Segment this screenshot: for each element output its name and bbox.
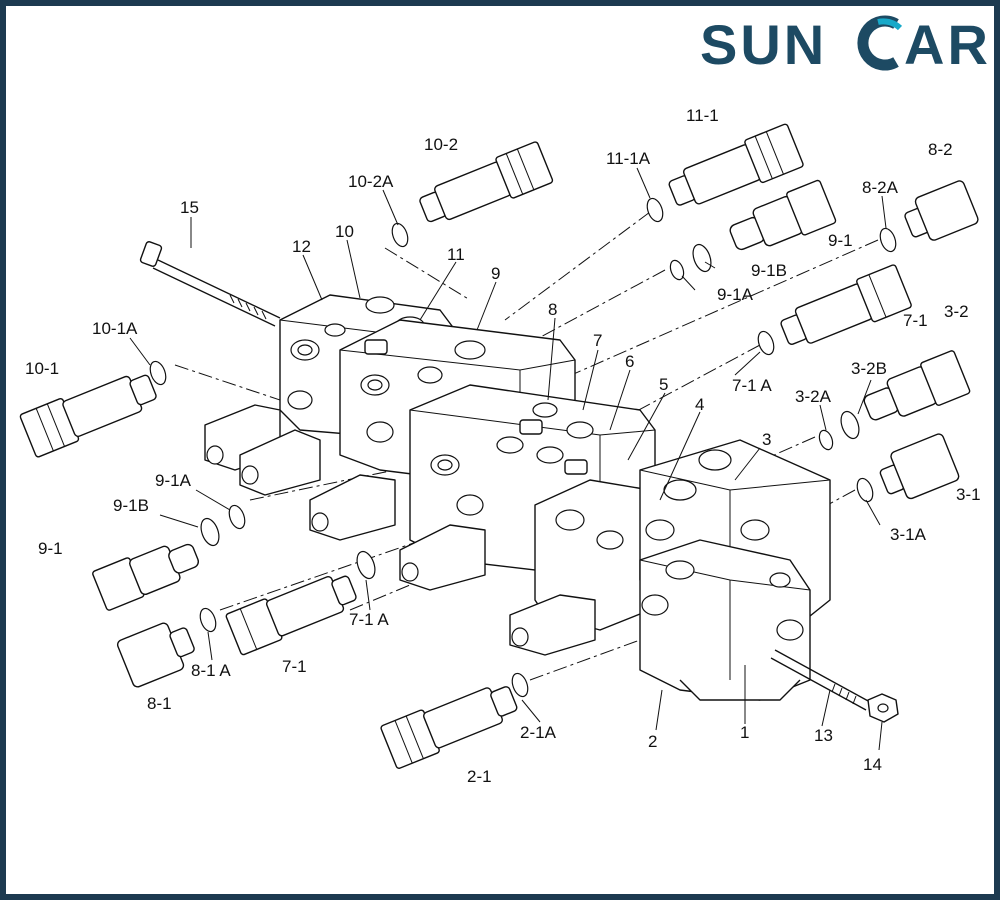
o-rings: [149, 197, 897, 698]
relief-valve-7-1-top: [780, 264, 912, 345]
spool-end-caps: [204, 404, 596, 656]
label-4: 4: [695, 395, 704, 414]
label-3-2A: 3-2A: [795, 387, 832, 406]
logo-text-ar: AR: [904, 14, 990, 74]
label-9-1B-top: 9-1B: [751, 261, 787, 280]
label-7-1A-left: 7-1 A: [349, 610, 389, 629]
relief-valve-2-1: [380, 686, 518, 769]
plug-8-1: [116, 622, 195, 688]
label-14: 14: [863, 755, 882, 774]
label-8: 8: [548, 300, 557, 319]
logo-text-sun: SUN: [700, 14, 827, 74]
plug-8-2: [904, 180, 979, 241]
label-9-1A-top: 9-1A: [717, 285, 754, 304]
nut-14: [867, 693, 899, 723]
valve-section-4: [534, 479, 651, 631]
relief-valve-10-2: [419, 141, 554, 223]
label-2-1: 2-1: [467, 767, 492, 786]
label-3-2B: 3-2B: [851, 359, 887, 378]
label-9: 9: [491, 264, 500, 283]
label-8-2A: 8-2A: [862, 178, 899, 197]
relief-valve-11-1: [668, 123, 804, 206]
logo-c-mark: [857, 15, 903, 71]
label-5: 5: [659, 375, 668, 394]
label-15: 15: [180, 198, 199, 217]
label-3-1: 3-1: [956, 485, 981, 504]
plug-3-1: [879, 433, 960, 500]
label-9-1-left: 9-1: [38, 539, 63, 558]
label-8-2: 8-2: [928, 140, 953, 159]
label-10-1A: 10-1A: [92, 319, 138, 338]
label-6: 6: [625, 352, 634, 371]
label-10-1: 10-1: [25, 359, 59, 378]
label-9-1A-left: 9-1A: [155, 471, 192, 490]
label-3-1A: 3-1A: [890, 525, 927, 544]
label-10-2A: 10-2A: [348, 172, 394, 191]
label-10: 10: [335, 222, 354, 241]
relief-valve-7-1-left: [225, 575, 357, 656]
label-2-1A: 2-1A: [520, 723, 557, 742]
tie-bolt-13: [770, 649, 871, 711]
label-13: 13: [814, 726, 833, 745]
label-9-1B-left: 9-1B: [113, 496, 149, 515]
label-3-2: 3-2: [944, 302, 969, 321]
label-9-1-top: 9-1: [828, 231, 853, 250]
label-8-1: 8-1: [147, 694, 172, 713]
anti-void-valve-3-2: [863, 350, 971, 421]
label-11-1: 11-1: [686, 106, 719, 125]
label-2: 2: [648, 732, 657, 751]
label-7: 7: [593, 331, 602, 350]
anti-void-valve-9-1-left: [92, 543, 200, 611]
label-12: 12: [292, 237, 311, 256]
relief-valve-10-1: [19, 374, 157, 458]
label-8-1A: 8-1 A: [191, 661, 231, 680]
label-11-1A: 11-1A: [606, 149, 651, 168]
callout-leaders: [129, 167, 887, 751]
label-7-1-left: 7-1: [282, 657, 307, 676]
part-labels: 15 12 10 11 10-2 10-2A 11-1 11-1A 8-2 8-…: [25, 106, 981, 786]
label-7-1A-top: 7-1 A: [732, 376, 772, 395]
label-1: 1: [740, 723, 749, 742]
valve-section-1-2: [639, 539, 811, 701]
label-7-1-top: 7-1: [903, 311, 928, 330]
label-11: 11: [447, 245, 465, 264]
anti-void-valve-9-1-top: [729, 179, 837, 251]
suncar-logo: SUN AR: [700, 14, 990, 74]
label-10-2: 10-2: [424, 135, 458, 154]
label-3: 3: [762, 430, 771, 449]
tie-bolt-15: [139, 241, 281, 327]
